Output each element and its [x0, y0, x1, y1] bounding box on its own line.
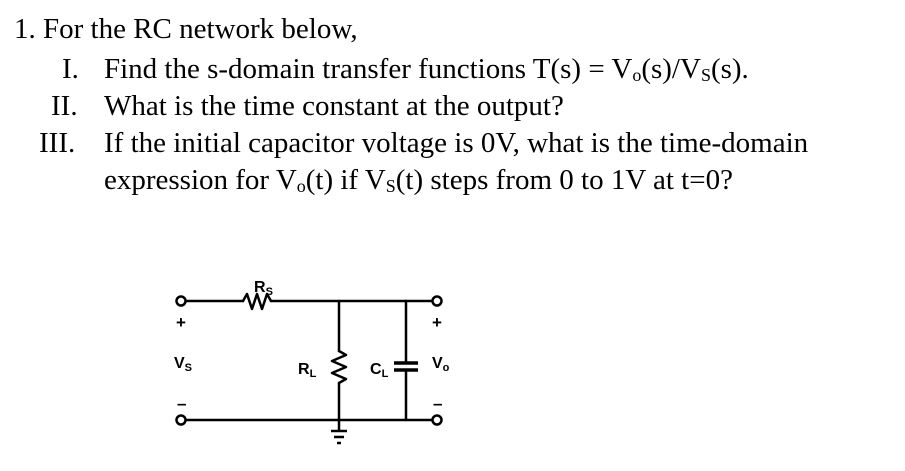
vo-plus-sign: + [432, 313, 442, 332]
vo-terminal-top [431, 295, 443, 307]
ground-icon [331, 429, 347, 445]
item-3-numeral: III. [39, 127, 76, 159]
vs-label: VS [174, 355, 192, 374]
item-1-numeral: I. [62, 53, 79, 85]
vo-terminal-bottom [431, 414, 443, 426]
item-3-text-continued: expression for Vo(t) if VS(t) steps from… [104, 164, 733, 197]
vs-plus-sign: + [176, 313, 186, 332]
rs-resistor-symbol [241, 292, 273, 311]
vs-minus-sign: – [177, 394, 186, 413]
vo-label: Vo [432, 355, 450, 374]
rs-label: RS [254, 279, 273, 298]
vo-minus-sign: – [433, 394, 442, 413]
item-2-numeral: II. [51, 90, 78, 122]
rl-label: RL [298, 361, 317, 380]
item-2-text: What is the time constant at the output? [104, 90, 564, 122]
vs-terminal-top [175, 295, 187, 307]
rl-resistor-symbol [330, 349, 348, 385]
item-3-text: If the initial capacitor voltage is 0V, … [104, 127, 809, 159]
question-heading: 1. For the RC network below, [14, 13, 358, 45]
cl-label: CL [370, 361, 389, 380]
vs-terminal-bottom [175, 414, 187, 426]
item-1-text: Find the s-domain transfer functions T(s… [104, 53, 749, 86]
